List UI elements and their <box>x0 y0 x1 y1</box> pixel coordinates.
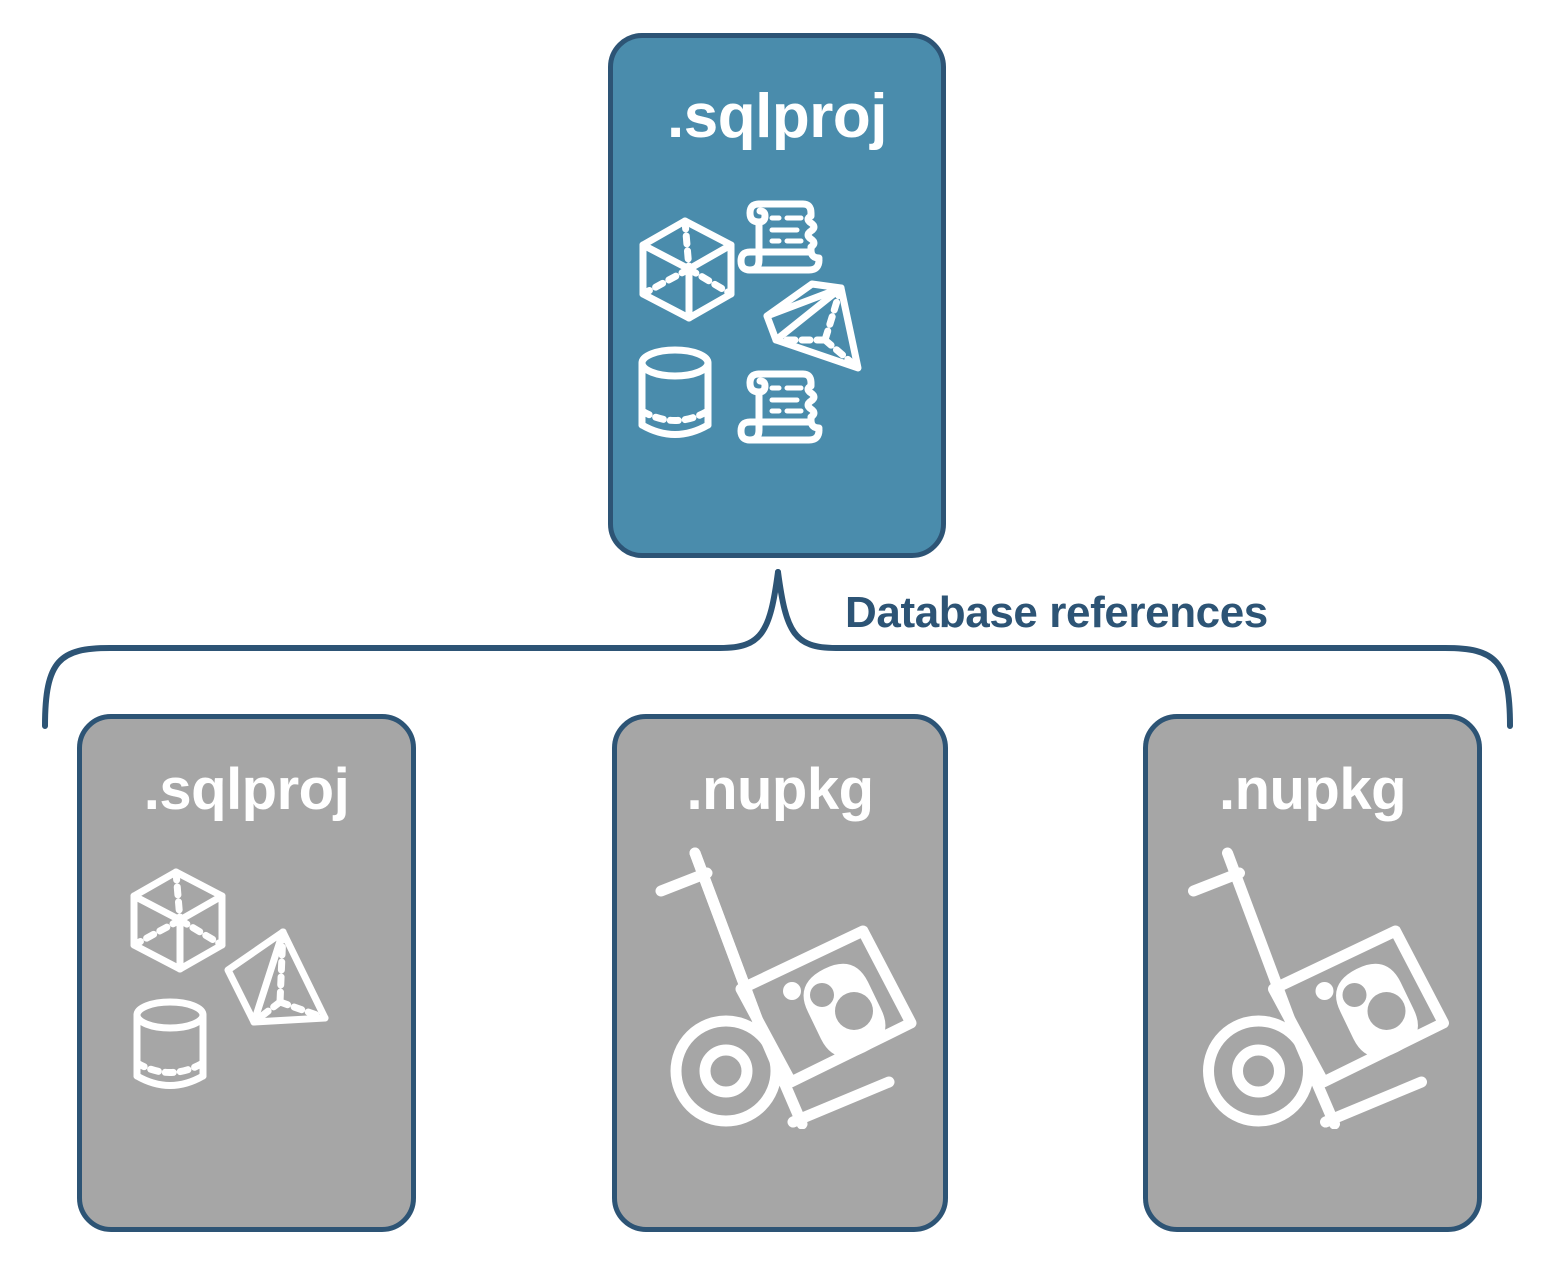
database-objects-svg <box>130 868 329 1089</box>
wireframe-cylinder-icon <box>133 998 207 1089</box>
hand-truck-package-icon <box>1188 847 1449 1130</box>
brace-label: Database references <box>845 588 1268 637</box>
reference-card-title: .sqlproj <box>143 757 350 822</box>
root-card-title: .sqlproj <box>667 82 887 151</box>
reference-card-title: .nupkg <box>686 757 874 822</box>
wireframe-pyramid-icon <box>763 280 862 372</box>
reference-card-sqlproj[interactable]: .sqlproj <box>77 714 416 1232</box>
wireframe-cube-icon <box>130 868 226 973</box>
root-card-icon-group <box>613 188 941 468</box>
reference-card-icon-group <box>617 839 943 1130</box>
root-sqlproj-card[interactable]: .sqlproj <box>608 33 946 558</box>
hand-truck-package-icon <box>655 847 917 1130</box>
reference-card-icon-group <box>82 854 411 1104</box>
reference-card-nupkg-2[interactable]: .nupkg <box>1143 714 1482 1232</box>
reference-card-nupkg-1[interactable]: .nupkg <box>612 714 948 1232</box>
scroll-icon <box>737 200 823 274</box>
reference-card-title: .nupkg <box>1218 757 1407 822</box>
wireframe-pyramid-icon <box>224 928 329 1026</box>
wireframe-cube-icon <box>639 217 735 322</box>
reference-card-icon-group <box>1148 839 1477 1130</box>
scroll-icon <box>737 370 823 444</box>
wireframe-cylinder-icon <box>638 346 712 438</box>
root-icons-svg <box>638 200 862 444</box>
